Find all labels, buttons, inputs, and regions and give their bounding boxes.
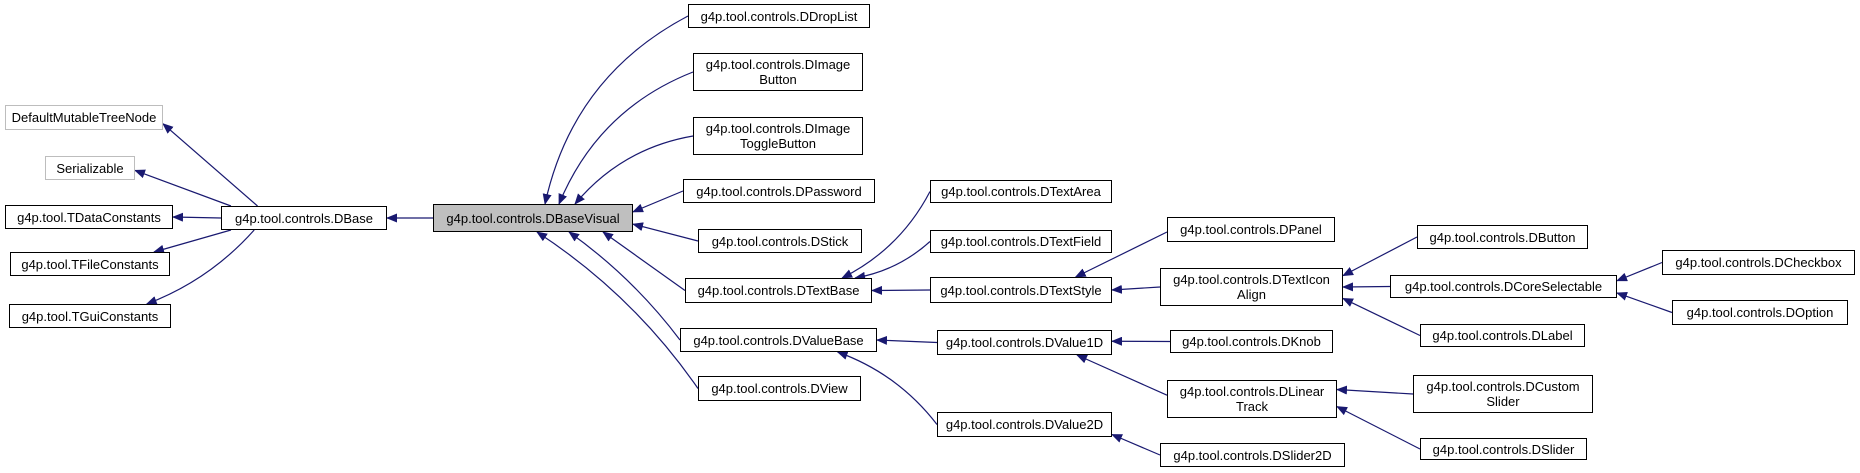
class-node-label: g4p.tool.controls.DValueBase (693, 332, 864, 348)
inheritance-arrow-dview-to-dbasevisual (536, 231, 699, 389)
class-node-dimagetogglebutton[interactable]: g4p.tool.controls.DImage ToggleButton (693, 117, 863, 155)
inheritance-arrow-dbase-to-serializable (134, 169, 232, 207)
inheritance-arrow-doption-to-dcoreselectable (1616, 292, 1673, 314)
class-node-tfile[interactable]: g4p.tool.TFileConstants (10, 252, 170, 276)
class-node-label: g4p.tool.controls.DKnob (1182, 334, 1321, 349)
inheritance-arrow-dbase-to-tfile (153, 229, 232, 254)
inheritance-arrow-dimagetogglebutton-to-dbasevisual (574, 135, 694, 205)
class-node-dimagebutton[interactable]: g4p.tool.controls.DImage Button (693, 53, 863, 91)
class-node-label: g4p.tool.TGuiConstants (21, 308, 159, 324)
class-node-label: g4p.tool.controls.DImage Button (705, 57, 851, 87)
class-node-dvaluebase[interactable]: g4p.tool.controls.DValueBase (680, 328, 877, 352)
class-node-label: Serializable (56, 160, 124, 176)
inheritance-arrow-dpassword-to-dbasevisual (632, 190, 684, 213)
inheritance-arrow-dbase-to-dmtn (162, 123, 258, 207)
class-node-label: g4p.tool.controls.DDropList (700, 8, 858, 24)
class-node-dbutton[interactable]: g4p.tool.controls.DButton (1417, 225, 1588, 249)
class-node-dcheckbox[interactable]: g4p.tool.controls.DCheckbox (1662, 250, 1855, 275)
class-node-dtextfield[interactable]: g4p.tool.controls.DTextField (930, 230, 1112, 253)
class-node-label: g4p.tool.controls.DOption (1686, 305, 1834, 320)
inheritance-arrow-dvaluebase-to-dbasevisual (568, 231, 681, 341)
class-node-doption[interactable]: g4p.tool.controls.DOption (1672, 300, 1848, 325)
inheritance-arrow-dtextstyle-to-dtextbase (871, 285, 931, 295)
class-node-dbasevisual: g4p.tool.controls.DBaseVisual (433, 204, 633, 232)
class-node-dview[interactable]: g4p.tool.controls.DView (698, 376, 861, 401)
inheritance-arrow-dtexticonalign-to-dtextstyle (1111, 284, 1161, 294)
class-node-label: g4p.tool.controls.DImage ToggleButton (705, 121, 851, 151)
inheritance-arrow-dstick-to-dbasevisual (632, 222, 699, 242)
class-node-label: DefaultMutableTreeNode (11, 110, 157, 125)
class-node-dvalue2d[interactable]: g4p.tool.controls.DValue2D (937, 412, 1112, 437)
class-node-label: g4p.tool.controls.DTextIcon Align (1173, 272, 1330, 302)
inheritance-arrow-ddroplist-to-dbasevisual (542, 15, 689, 205)
inheritance-arrow-dbutton-to-dtexticonalign (1342, 236, 1418, 277)
inheritance-arrow-dtextbase-to-dbasevisual (602, 231, 686, 291)
inheritance-arrow-dcustomslider-to-dlineartrack (1336, 385, 1414, 395)
class-node-dslider2d[interactable]: g4p.tool.controls.DSlider2D (1160, 443, 1345, 467)
class-node-label: g4p.tool.TFileConstants (21, 256, 159, 272)
class-node-dvalue1d[interactable]: g4p.tool.controls.DValue1D (937, 330, 1112, 355)
class-node-label: g4p.tool.controls.DBase (234, 210, 374, 226)
inheritance-arrow-dlabel-to-dtexticonalign (1342, 297, 1421, 337)
class-node-dlabel[interactable]: g4p.tool.controls.DLabel (1420, 324, 1585, 347)
class-node-dstick[interactable]: g4p.tool.controls.DStick (698, 229, 862, 253)
class-node-label: g4p.tool.controls.DValue1D (945, 335, 1104, 350)
class-node-dcoreselectable[interactable]: g4p.tool.controls.DCoreSelectable (1390, 275, 1617, 298)
class-node-label: g4p.tool.controls.DValue2D (945, 417, 1104, 432)
class-node-label: g4p.tool.controls.DBaseVisual (446, 210, 620, 226)
inheritance-arrow-dtextfield-to-dtextbase (854, 241, 931, 281)
inheritance-arrow-dslider-to-dlineartrack (1336, 406, 1421, 450)
class-node-tgui[interactable]: g4p.tool.TGuiConstants (9, 304, 171, 328)
class-node-label: g4p.tool.controls.DStick (711, 233, 849, 249)
class-node-label: g4p.tool.controls.DCoreSelectable (1404, 279, 1603, 294)
class-node-dslider[interactable]: g4p.tool.controls.DSlider (1420, 438, 1587, 460)
class-node-dtexticonalign[interactable]: g4p.tool.controls.DTextIcon Align (1160, 268, 1343, 306)
class-node-dtextstyle[interactable]: g4p.tool.controls.DTextStyle (930, 277, 1112, 303)
class-node-label: g4p.tool.controls.DTextField (940, 234, 1102, 249)
class-node-label: g4p.tool.controls.DLinear Track (1179, 384, 1325, 414)
inheritance-arrow-dimagebutton-to-dbasevisual (558, 71, 694, 205)
class-node-dknob[interactable]: g4p.tool.controls.DKnob (1170, 330, 1333, 353)
class-node-label: g4p.tool.controls.DPanel (1180, 222, 1322, 237)
class-node-dcustomslider[interactable]: g4p.tool.controls.DCustom Slider (1413, 375, 1593, 413)
inheritance-arrow-dvalue1d-to-dvaluebase (876, 335, 938, 345)
class-node-dlineartrack[interactable]: g4p.tool.controls.DLinear Track (1167, 380, 1337, 418)
class-node-tdata[interactable]: g4p.tool.TDataConstants (5, 205, 173, 229)
class-node-label: g4p.tool.TDataConstants (17, 209, 161, 225)
class-node-label: g4p.tool.controls.DSlider (1432, 441, 1575, 457)
class-node-serializable[interactable]: Serializable (45, 156, 135, 180)
inheritance-arrow-dcheckbox-to-dcoreselectable (1616, 261, 1663, 282)
inheritance-arrow-dbase-to-tdata (172, 212, 222, 222)
class-node-label: g4p.tool.controls.DView (711, 381, 848, 396)
class-node-label: g4p.tool.controls.DButton (1429, 229, 1576, 245)
class-node-dmtn[interactable]: DefaultMutableTreeNode (5, 105, 163, 130)
class-node-dpanel[interactable]: g4p.tool.controls.DPanel (1167, 217, 1335, 242)
class-node-dbase[interactable]: g4p.tool.controls.DBase (221, 206, 387, 230)
class-node-ddroplist[interactable]: g4p.tool.controls.DDropList (688, 4, 870, 28)
inheritance-arrow-dlineartrack-to-dvalue1d (1076, 354, 1168, 396)
class-node-label: g4p.tool.controls.DPassword (696, 183, 862, 199)
inheritance-arrow-dcoreselectable-to-dtexticonalign (1342, 282, 1391, 292)
class-node-label: g4p.tool.controls.DCustom Slider (1426, 379, 1580, 409)
class-node-label: g4p.tool.controls.DSlider2D (1173, 447, 1332, 463)
inheritance-arrow-dslider2d-to-dvalue2d (1111, 433, 1161, 456)
class-node-label: g4p.tool.controls.DTextStyle (940, 282, 1102, 298)
class-node-label: g4p.tool.controls.DTextArea (941, 184, 1101, 199)
class-node-dtextbase[interactable]: g4p.tool.controls.DTextBase (685, 278, 872, 303)
class-node-label: g4p.tool.controls.DTextBase (697, 283, 860, 298)
class-node-dtextarea[interactable]: g4p.tool.controls.DTextArea (930, 180, 1112, 203)
class-node-label: g4p.tool.controls.DLabel (1432, 328, 1573, 343)
class-node-dpassword[interactable]: g4p.tool.controls.DPassword (683, 179, 875, 203)
class-node-label: g4p.tool.controls.DCheckbox (1675, 255, 1842, 270)
